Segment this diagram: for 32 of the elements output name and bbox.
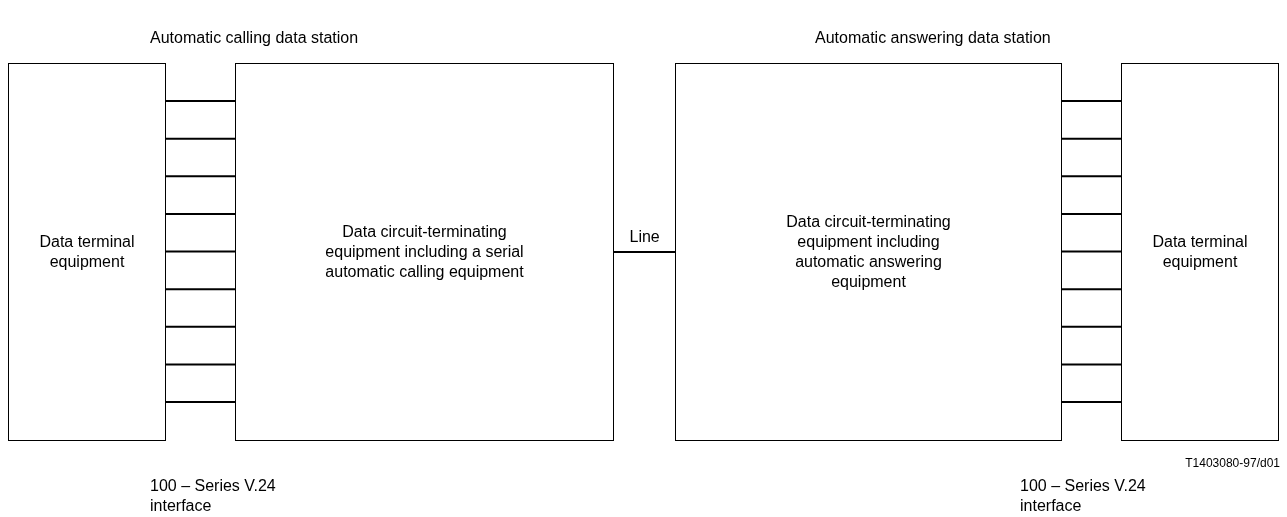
interface-circuit-line (1061, 363, 1122, 366)
interface-circuit-line (165, 212, 236, 215)
station-heading: Automatic answering data station (815, 28, 1052, 48)
box-label: Data terminal equipment (1151, 232, 1249, 272)
interface-circuit-line (165, 401, 236, 403)
box-label: Data terminal equipment (38, 232, 136, 272)
interface-circuit-line (165, 363, 236, 366)
interface-circuit-line (165, 325, 236, 328)
equipment-box (235, 63, 614, 441)
interface-circuit-line (1061, 212, 1122, 215)
interface-note: 100 – Series V.24 interface (150, 476, 277, 516)
equipment-box (675, 63, 1062, 441)
interface-circuit-line (1061, 325, 1122, 328)
interface-circuit-line (1061, 137, 1122, 140)
interface-circuit-line (165, 250, 236, 253)
box-label: Data circuit-terminating equipment including a serial automatic calling equipment (324, 222, 525, 282)
interface-circuit-line (1061, 250, 1122, 253)
box-label: Data circuit-terminating equipment including automatic answering equipment (785, 212, 952, 292)
interface-circuit-line (1061, 401, 1122, 403)
station-heading: Automatic calling data station (150, 28, 360, 48)
interface-circuit-line (1061, 288, 1122, 291)
line-connection (613, 251, 676, 253)
equipment-box (8, 63, 166, 441)
interface-circuit-line (165, 137, 236, 140)
interface-circuit-line (1061, 100, 1122, 102)
interface-circuit-line (165, 175, 236, 178)
interface-note: 100 – Series V.24 interface (1020, 476, 1147, 516)
equipment-box (1121, 63, 1279, 441)
interface-circuit-line (165, 288, 236, 291)
interface-circuit-line (165, 100, 236, 102)
interface-circuit-line (1061, 175, 1122, 178)
figure-code: T1403080-97/d01 (1184, 455, 1280, 472)
